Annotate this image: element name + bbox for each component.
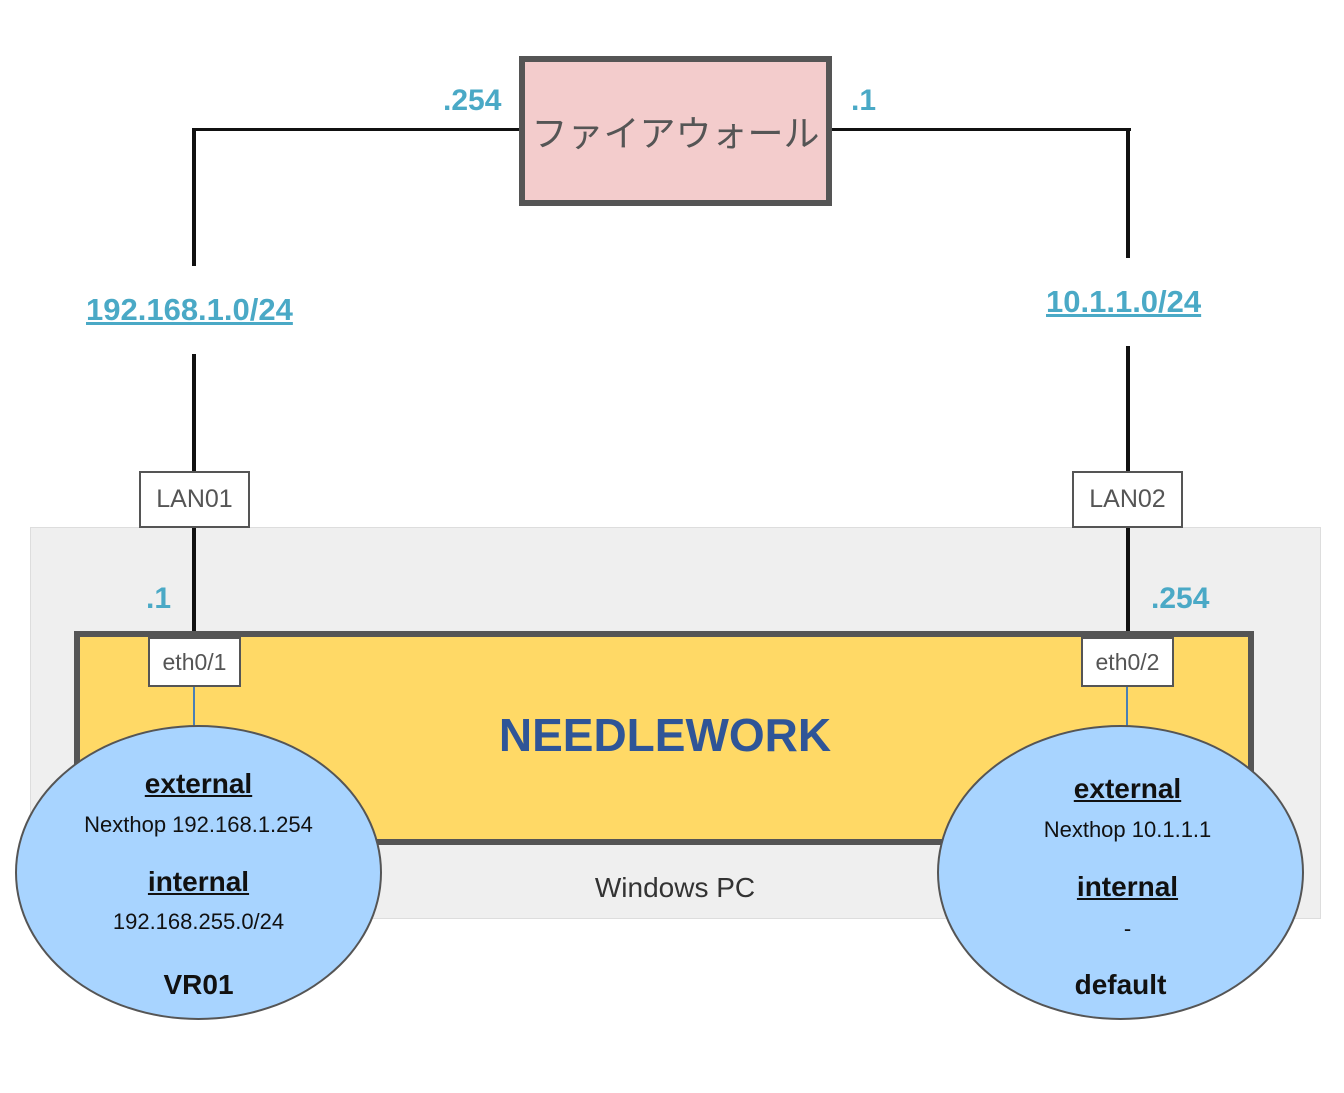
needlework-title: NEEDLEWORK xyxy=(498,709,832,761)
vr01-name: VR01 xyxy=(163,969,234,1000)
windows-pc-label: Windows PC xyxy=(594,872,756,903)
default-router xyxy=(937,725,1304,1020)
vr01-internal-value: 192.168.255.0/24 xyxy=(112,909,285,934)
right-firewall-address: .1 xyxy=(851,84,877,117)
left-wire-lower-vertical xyxy=(192,527,196,637)
left-subnet-link[interactable]: 192.168.1.0/24 xyxy=(86,292,293,327)
firewall-label: ファイアウォール xyxy=(531,113,820,154)
left-wire-top-horizontal xyxy=(193,128,520,131)
right-wire-top-horizontal xyxy=(832,128,1131,131)
lan01-port: LAN01 xyxy=(139,471,250,528)
vr01-external-value: Nexthop 192.168.1.254 xyxy=(84,812,313,837)
right-subnet-link[interactable]: 10.1.1.0/24 xyxy=(1046,284,1202,319)
vr01-internal-heading: internal xyxy=(147,866,250,897)
left-firewall-address: .254 xyxy=(443,84,502,117)
eth0-1-label: eth0/1 xyxy=(162,649,227,675)
lan02-label: LAN02 xyxy=(1089,485,1166,513)
default-external-heading: external xyxy=(1073,773,1182,804)
left-wire-middle-vertical xyxy=(192,354,196,472)
eth0-2-label: eth0/2 xyxy=(1095,649,1160,675)
right-vr-connector xyxy=(1126,687,1128,727)
vr01-external-heading: external xyxy=(144,768,253,799)
right-wire-middle-vertical xyxy=(1126,346,1130,472)
left-wire-top-vertical xyxy=(192,128,196,266)
default-internal-heading: internal xyxy=(1076,871,1179,902)
firewall-box: ファイアウォール xyxy=(519,56,832,206)
right-wire-top-vertical xyxy=(1126,128,1130,258)
eth0-2-interface: eth0/2 xyxy=(1081,637,1174,687)
right-wire-lower-vertical xyxy=(1126,527,1130,637)
default-router-name: default xyxy=(1074,969,1167,1000)
eth0-1-interface: eth0/1 xyxy=(148,637,241,687)
default-internal-value: - xyxy=(1123,916,1132,941)
right-host-address: .254 xyxy=(1151,582,1210,615)
left-host-address: .1 xyxy=(146,582,172,615)
lan02-port: LAN02 xyxy=(1072,471,1183,528)
left-vr-connector xyxy=(193,687,195,727)
vr01-router xyxy=(15,725,382,1020)
lan01-label: LAN01 xyxy=(156,485,233,513)
default-external-value: Nexthop 10.1.1.1 xyxy=(1043,817,1212,842)
